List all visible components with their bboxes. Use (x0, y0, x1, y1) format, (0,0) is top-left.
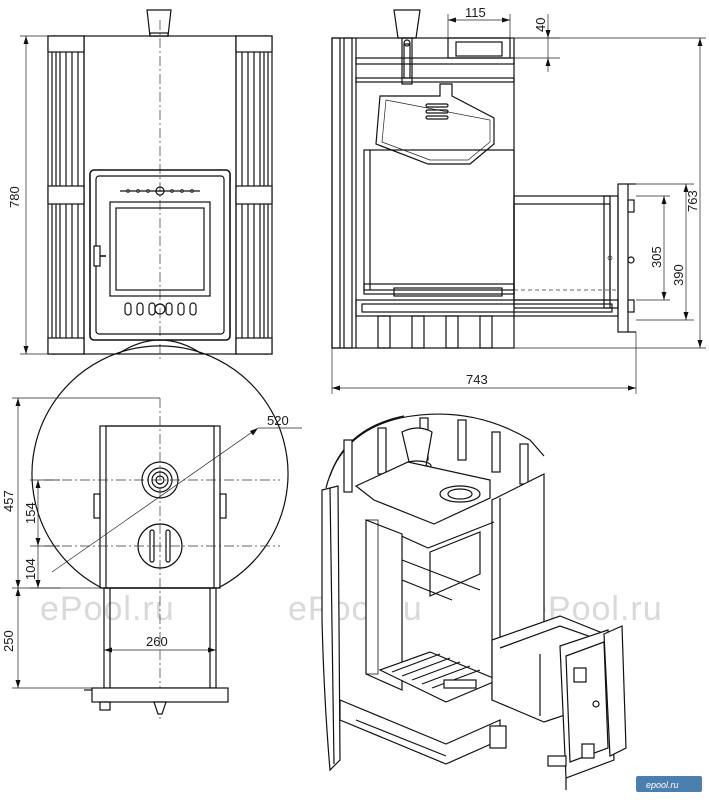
dim-tunnel-width: 260 (146, 634, 168, 649)
dim-tunnel-length: 250 (1, 630, 16, 652)
dim-hole-offset: 104 (23, 558, 38, 580)
dim-side-depth: 743 (466, 372, 488, 387)
dim-side-top-width: 115 (465, 5, 486, 20)
front-view: 780 (7, 9, 273, 360)
dim-side-top-height: 40 (533, 18, 548, 32)
dim-top-diameter: 520 (267, 413, 289, 428)
dim-hole-spacing: 154 (23, 502, 38, 524)
dim-side-total-height: 763 (685, 190, 700, 212)
dim-door-outer: 390 (671, 264, 686, 286)
dim-top-depth: 457 (1, 490, 16, 512)
dim-front-height: 780 (7, 186, 22, 208)
isometric-view (321, 413, 627, 790)
watermark-left: ePool.ru (40, 590, 175, 628)
epool-logo: epool.ru (636, 776, 702, 792)
top-view: 520 457 154 104 250 260 (1, 345, 302, 720)
side-view: 115 40 763 305 390 743 (331, 5, 706, 394)
logo-text: epool.ru (646, 780, 679, 790)
dim-door-inner: 305 (649, 246, 664, 268)
